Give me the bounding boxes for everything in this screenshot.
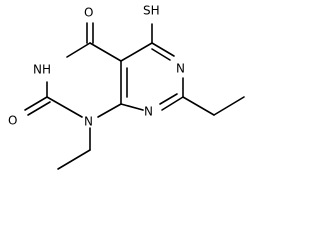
bond-c2-o-bottom-b [27, 101, 51, 116]
atom-nh: NH [33, 63, 51, 77]
atom-sh: SH [143, 4, 160, 18]
atom-n6: N [176, 62, 185, 76]
atom-n1: N [84, 115, 93, 129]
bond-c7-n8 [161, 96, 184, 111]
bond-ethyl-right-2 [213, 96, 245, 116]
atom-n8: N [144, 105, 153, 119]
bond-c2-o-bottom-a [24, 96, 48, 111]
bond-c7-n8-inner [159, 93, 178, 105]
bond-n8-c8a [120, 103, 144, 111]
atom-o-top: O [84, 6, 93, 20]
bond-ethyl-left-2 [57, 149, 91, 170]
structure-diagram: O O NH N N N SH [8, 4, 245, 170]
bond-n1-c8a [97, 103, 122, 118]
atom-o-bottom: O [8, 114, 17, 128]
bond-c4a-c5 [120, 42, 153, 62]
bond-c5-n6 [151, 42, 175, 57]
bond-ethyl-right-1 [182, 96, 215, 116]
bond-c5-n6-inner [151, 48, 171, 61]
bond-c4-c4a [89, 42, 122, 62]
bond-c2-n1 [46, 96, 83, 118]
bond-c4-n3 [66, 42, 91, 58]
